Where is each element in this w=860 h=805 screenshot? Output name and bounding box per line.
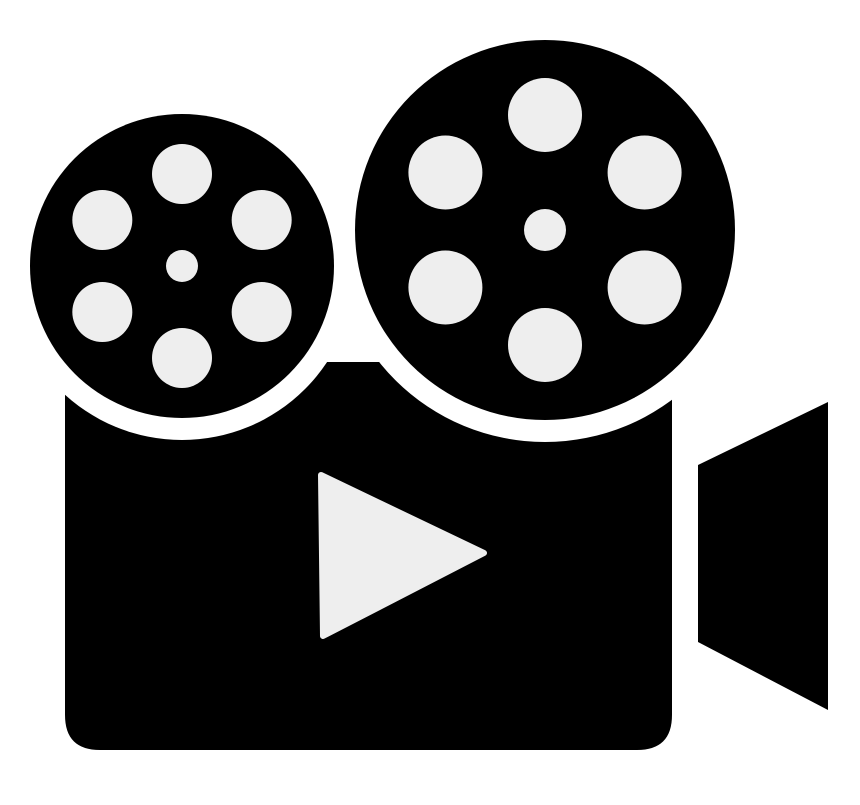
right-reel [355, 40, 735, 420]
reel-hub [524, 209, 566, 251]
reel-hole [231, 190, 292, 250]
left-reel [30, 114, 334, 418]
reel-hole [231, 282, 292, 342]
reel-hole [72, 282, 133, 342]
play-icon [318, 472, 487, 639]
reel-hole [607, 135, 682, 210]
lens [698, 402, 828, 710]
reel-hole [72, 190, 133, 250]
reel-hole [152, 328, 212, 388]
reel-hole [408, 250, 483, 325]
reel-hole [152, 144, 212, 204]
reel-hub [166, 250, 198, 282]
reel-hole [408, 135, 483, 210]
reel-hole [607, 250, 682, 325]
reel-hole [508, 308, 582, 382]
body-top-notch [330, 362, 378, 395]
reel-hole [508, 78, 582, 152]
